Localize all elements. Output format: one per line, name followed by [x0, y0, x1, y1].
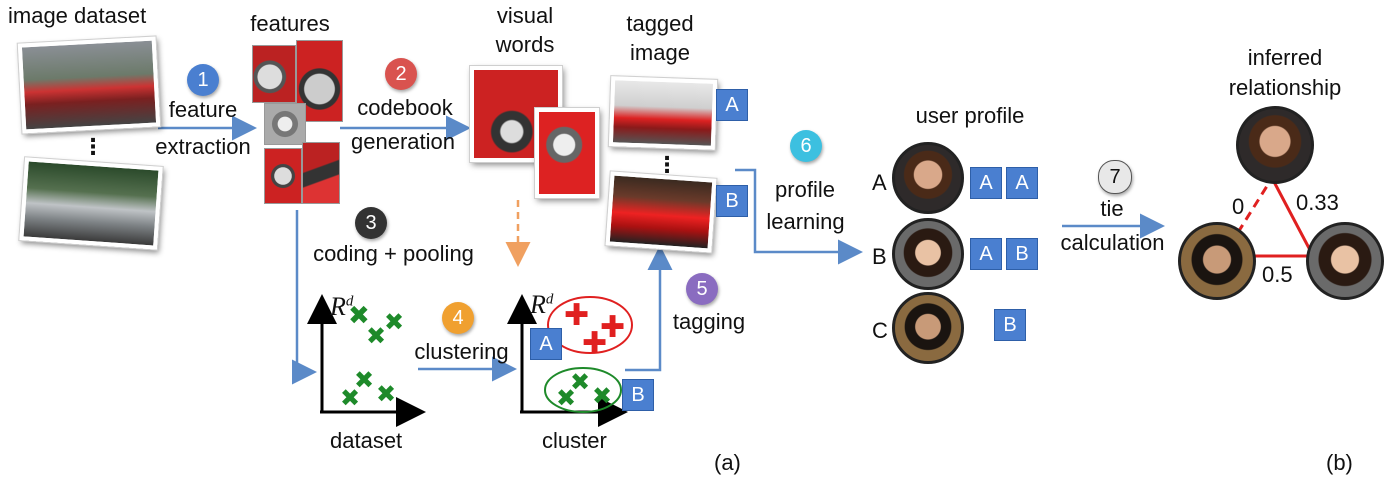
tag-b-cluster: B: [622, 379, 654, 411]
label-calculation: calculation: [1060, 230, 1165, 255]
label-words: words: [495, 32, 555, 57]
step-4-badge: 4: [442, 302, 474, 334]
label-part-a: (a): [714, 450, 741, 475]
avatar-relationship-a: [1236, 106, 1314, 184]
avatar-user-a: [892, 142, 964, 214]
label-visual: visual: [496, 3, 554, 28]
profile-a-tag-2: A: [1006, 167, 1038, 199]
step-3-badge: 3: [355, 207, 387, 239]
visual-word-2: [534, 107, 600, 199]
feature-tile-3: [264, 103, 306, 145]
label-image-dataset: image dataset: [8, 3, 147, 28]
label-image: image: [630, 40, 690, 65]
label-tagged: tagged: [626, 11, 694, 36]
axis-label-cluster: Rd: [530, 290, 554, 319]
label-coding-pooling: coding + pooling: [313, 241, 474, 266]
cluster-point-green: ✖: [592, 383, 613, 410]
dataset-point: ✖: [354, 367, 375, 394]
user-letter-c: C: [872, 318, 888, 343]
cluster-point-red: ✚: [600, 311, 626, 344]
ellipsis-dataset: ⋮: [82, 134, 104, 159]
profile-c-tag-b: B: [994, 309, 1026, 341]
label-tie: tie: [1100, 196, 1124, 221]
dataset-photo-silver-car: [18, 156, 164, 251]
axis-label-dataset: Rd: [330, 292, 354, 321]
tag-b-top: B: [716, 185, 748, 217]
weight-0: 0: [1232, 194, 1245, 219]
tag-a-top: A: [716, 89, 748, 121]
cluster-ellipse-green: [544, 367, 622, 413]
label-dataset: dataset: [330, 428, 403, 453]
feature-tile-1: [252, 45, 296, 103]
label-learning: learning: [766, 209, 845, 234]
edge-033: [1270, 177, 1312, 251]
avatar-user-b: [892, 218, 964, 290]
dataset-point: ✖: [366, 323, 387, 350]
user-letter-b: B: [872, 244, 887, 269]
arrow-profile-learning: [735, 168, 863, 265]
dataset-point: ✖: [340, 385, 361, 412]
label-clustering: clustering: [414, 339, 509, 364]
step-2-badge: 2: [385, 58, 417, 90]
cluster-point-green: ✖: [556, 385, 577, 412]
dataset-point: ✖: [376, 381, 397, 408]
label-generation: generation: [351, 129, 455, 154]
user-letter-a: A: [872, 170, 887, 195]
weight-033: 0.33: [1296, 190, 1339, 215]
weight-05: 0.5: [1262, 262, 1293, 287]
label-codebook: codebook: [357, 95, 453, 120]
dataset-photo-red-car: [16, 35, 162, 135]
tagged-photo-ferrari: [607, 75, 719, 151]
cluster-point-green: ✖: [570, 369, 591, 396]
label-relationship: relationship: [1228, 75, 1342, 100]
arrow-tagging: [625, 245, 673, 372]
label-part-b: (b): [1326, 450, 1353, 475]
label-features: features: [250, 11, 330, 36]
profile-a-tag-1: A: [970, 167, 1002, 199]
label-profile: profile: [775, 177, 835, 202]
label-extraction: extraction: [155, 134, 251, 159]
cluster-point-red: ✚: [564, 299, 590, 332]
avatar-relationship-c: [1178, 222, 1256, 300]
label-inferred: inferred: [1247, 45, 1323, 70]
arrow-coding-pooling: [292, 210, 317, 385]
avatar-user-c: [892, 292, 964, 364]
dataset-point: ✖: [348, 300, 370, 330]
step-5-badge: 5: [686, 273, 718, 305]
feature-tile-5: [302, 142, 340, 204]
ellipsis-tagged: ⋮: [656, 152, 678, 177]
tagged-photo-red-car: [604, 170, 718, 254]
step-6-badge: 6: [790, 130, 822, 162]
avatar-relationship-b: [1306, 222, 1384, 300]
profile-b-tag-a: A: [970, 238, 1002, 270]
label-feature: feature: [168, 97, 238, 122]
step-7-badge: 7: [1098, 160, 1132, 194]
tag-a-cluster: A: [530, 328, 562, 360]
feature-tile-4: [264, 148, 302, 204]
label-cluster: cluster: [542, 428, 607, 453]
cluster-point-red: ✚: [582, 327, 608, 360]
profile-b-tag-b: B: [1006, 238, 1038, 270]
cluster-ellipse-red: [547, 296, 633, 354]
step-1-badge: 1: [187, 64, 219, 96]
label-user-profile: user profile: [915, 103, 1025, 128]
dataset-point: ✖: [384, 309, 405, 336]
label-tagging: tagging: [672, 309, 746, 334]
